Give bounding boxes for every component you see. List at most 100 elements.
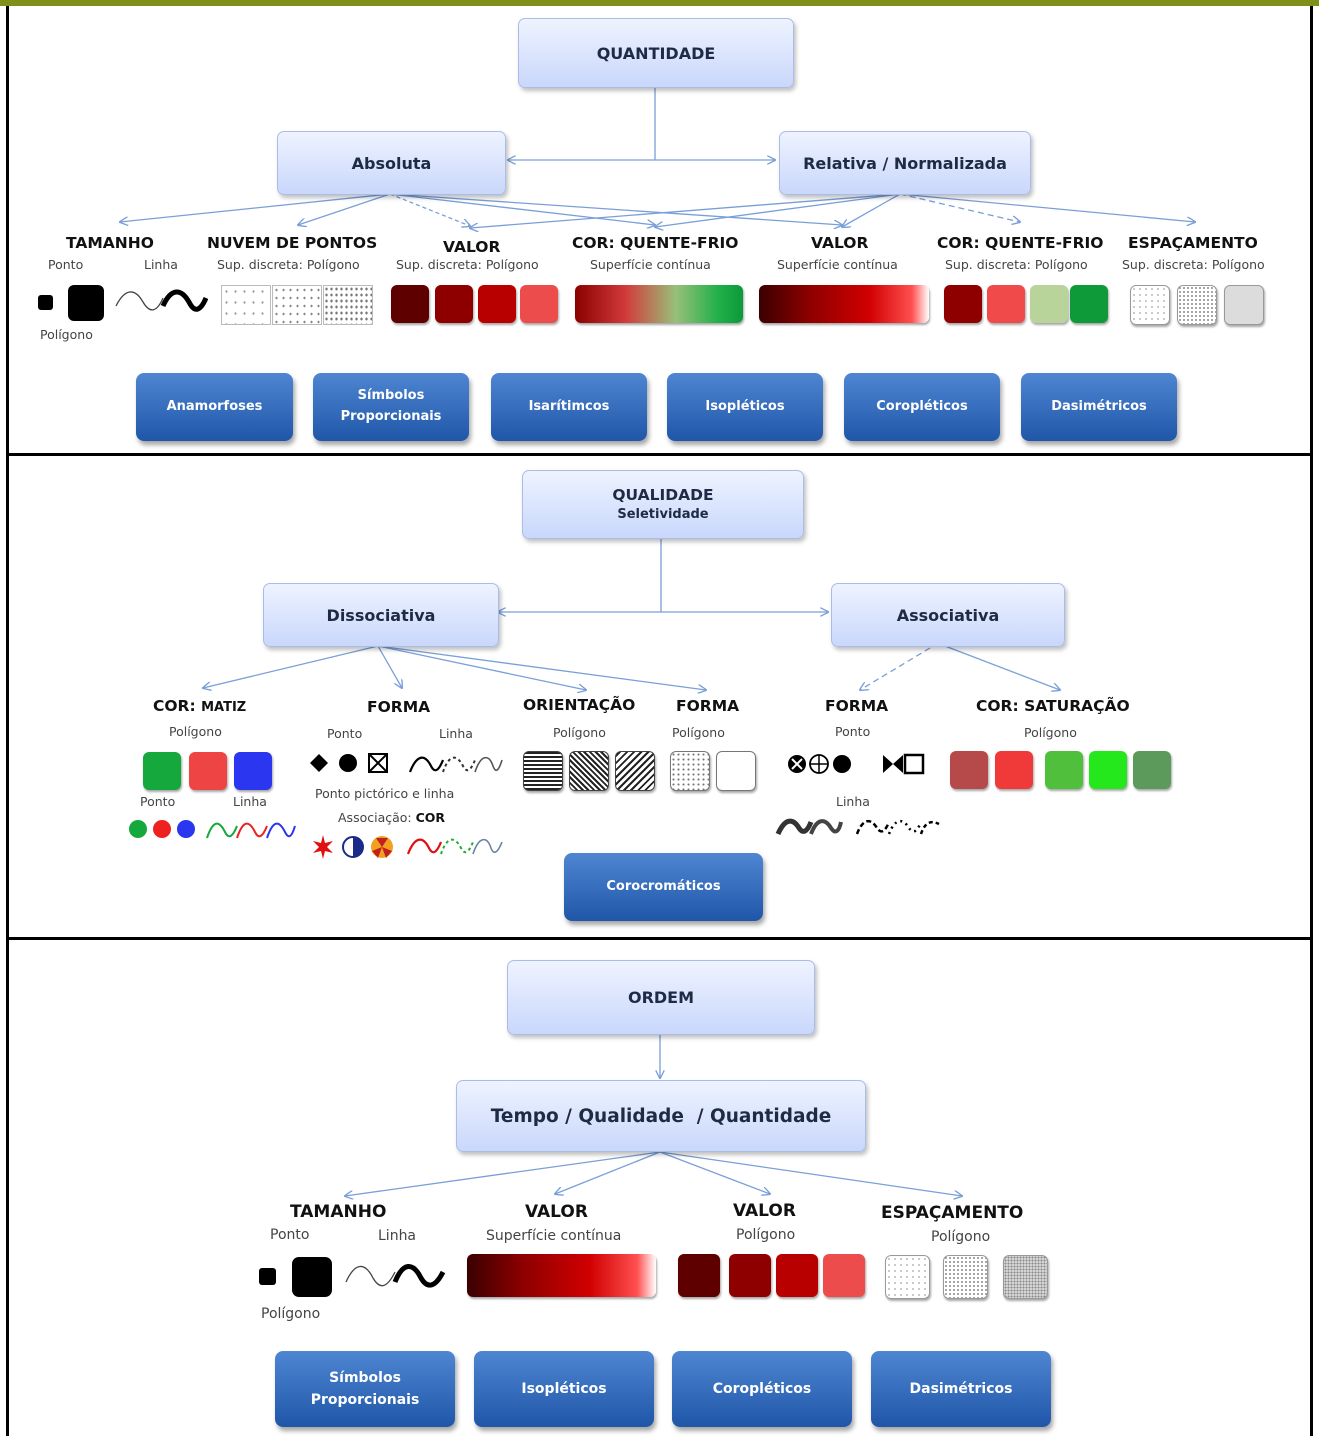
value-swatch-3 [478, 285, 516, 323]
saturation-swatch-3 [1045, 751, 1083, 789]
ordem-method-isopleticos: Isopléticos [474, 1351, 654, 1427]
associativa-label: Associativa [896, 605, 1000, 625]
large-square-symbol [68, 285, 104, 321]
cor-quente-frio-title: COR: QUENTE-FRIO [572, 234, 739, 252]
line-thickness-symbol [115, 289, 208, 312]
poligono-label: Polígono [40, 327, 93, 342]
hue-swatch-green [143, 752, 181, 790]
ordem-espacamento-title: ESPAÇAMENTO [881, 1203, 1024, 1223]
method-label: Símbolos Proporcionais [340, 388, 442, 424]
absoluta-label: Absoluta [351, 153, 432, 173]
warm-cold-swatch-2 [987, 285, 1025, 323]
ordem-value-swatch-4 [823, 1254, 865, 1297]
ordem-value-swatch-1 [678, 1254, 720, 1297]
method-anamorfoses: Anamorfoses [136, 373, 293, 441]
frame [6, 6, 1313, 1436]
method-label: Isopléticos [705, 398, 785, 414]
nuvem-pontos-title: NUVEM DE PONTOS [207, 234, 378, 252]
ordem-method-coropleticos: Coropléticos [672, 1351, 852, 1427]
ordem-value-gradient [467, 1254, 656, 1297]
forma-associativa-ponto: Ponto [835, 724, 871, 739]
method-label: Dasimétricos [1051, 398, 1147, 414]
section-divider [6, 453, 1313, 456]
orientation-swatch-diagonal-2 [615, 751, 655, 791]
forma-linha: Linha [439, 726, 473, 741]
cor-matiz-title-b: MATIZ [201, 700, 247, 715]
saturation-swatch-2 [995, 751, 1033, 789]
forma-associativa-linha: Linha [836, 794, 870, 809]
ordem-child-box: Tempo / Qualidade / Quantidade [456, 1080, 866, 1152]
method-label: Coropléticos [876, 398, 968, 414]
cor-matiz-linha: Linha [233, 794, 267, 809]
valor-sub: Sup. discreta: Polígono [396, 257, 539, 272]
shape-pattern-swatch-2 [716, 751, 756, 791]
relativa-box: Relativa / Normalizada [779, 131, 1031, 195]
color-line-symbols [406, 838, 503, 855]
method-label: Isopléticos [521, 1380, 607, 1397]
value-swatch-4 [520, 285, 558, 323]
ordem-valor-poligono-title: VALOR [733, 1201, 796, 1221]
spacing-swatch-3 [1224, 285, 1264, 325]
forma-title: FORMA [367, 698, 431, 716]
cor-matiz-poligono: Polígono [169, 724, 222, 739]
value-gradient [759, 285, 929, 323]
ordem-method-dasimetricos: Dasimétricos [871, 1351, 1051, 1427]
saturation-swatch-5 [1133, 751, 1171, 789]
associacao-label-a: Associação: [338, 810, 416, 825]
valor-title: VALOR [443, 238, 501, 256]
method-label: Isarítimcos [528, 398, 610, 414]
method-dasimetricos: Dasimétricos [1021, 373, 1177, 441]
spacing-swatch-2 [1177, 285, 1217, 325]
ponto-pictorico-label: Ponto pictórico e linha [315, 786, 455, 801]
dissociativa-label: Dissociativa [326, 605, 436, 625]
forma-ponto: Ponto [327, 726, 363, 741]
associacao-label-b: COR [415, 810, 446, 825]
hue-swatch-red [189, 752, 227, 790]
forma-associativa-title: FORMA [825, 697, 889, 715]
warm-cold-swatch-4 [1070, 285, 1108, 323]
espacamento-title: ESPAÇAMENTO [1128, 234, 1258, 252]
valor-continua-sub: Superfície contínua [777, 257, 898, 272]
ordem-method-simbolos-proporcionais: Símbolos Proporcionais [275, 1351, 455, 1427]
ordem-linha-label: Linha [378, 1228, 417, 1244]
method-coropleticos: Coropléticos [844, 373, 1000, 441]
warm-cold-gradient [575, 285, 743, 323]
qualidade-root-sub: Seletividade [617, 507, 709, 523]
method-simbolos-proporcionais: Símbolos Proporcionais [313, 373, 469, 441]
relativa-label: Relativa / Normalizada [803, 153, 1007, 173]
qualidade-root-label: QUALIDADE [612, 485, 714, 504]
ordem-root-box: ORDEM [507, 960, 815, 1035]
method-isaritimcos: Isarítimcos [491, 373, 647, 441]
ordem-child-label: Tempo / Qualidade / Quantidade [490, 1105, 832, 1127]
ordem-line-thickness-symbol [345, 1264, 446, 1288]
dot-density-swatch [272, 285, 322, 325]
warm-cold-swatch-3 [1030, 285, 1068, 323]
ordem-ponto-label: Ponto [270, 1227, 310, 1243]
dot-density-swatch [221, 285, 271, 325]
method-label: Símbolos Proporcionais [310, 1369, 420, 1408]
saturation-swatch-1 [950, 751, 988, 789]
nuvem-pontos-sub: Sup. discreta: Polígono [217, 257, 360, 272]
forma-poligono-title: FORMA [676, 697, 740, 715]
method-label: Coropléticos [712, 1380, 812, 1397]
cor-quente-frio-discreta-title: COR: QUENTE-FRIO [937, 234, 1104, 252]
orientacao-sub: Polígono [553, 725, 606, 740]
method-corocromaticos: Corocromáticos [564, 853, 763, 921]
ordem-tamanho-title: TAMANHO [290, 1202, 387, 1222]
associativa-box: Associativa [831, 583, 1065, 647]
method-label: Dasimétricos [909, 1380, 1013, 1397]
ordem-spacing-swatch-2 [943, 1255, 988, 1299]
ordem-valor-poligono-sub: Polígono [736, 1227, 796, 1243]
value-swatch-1 [391, 285, 429, 323]
ordem-valor-continua-sub: Superfície contínua [486, 1228, 622, 1244]
ordem-espacamento-sub: Polígono [931, 1229, 991, 1245]
quantidade-root-box: QUANTIDADE [518, 18, 794, 88]
value-swatch-2 [435, 285, 473, 323]
tamanho-title: TAMANHO [66, 234, 154, 252]
ponto-label: Ponto [48, 257, 84, 272]
spacing-swatch-1 [1130, 285, 1170, 325]
hue-swatch-blue [234, 752, 272, 790]
ordem-poligono-label: Polígono [261, 1306, 321, 1322]
associacao-label: Associação: COR [338, 810, 445, 825]
